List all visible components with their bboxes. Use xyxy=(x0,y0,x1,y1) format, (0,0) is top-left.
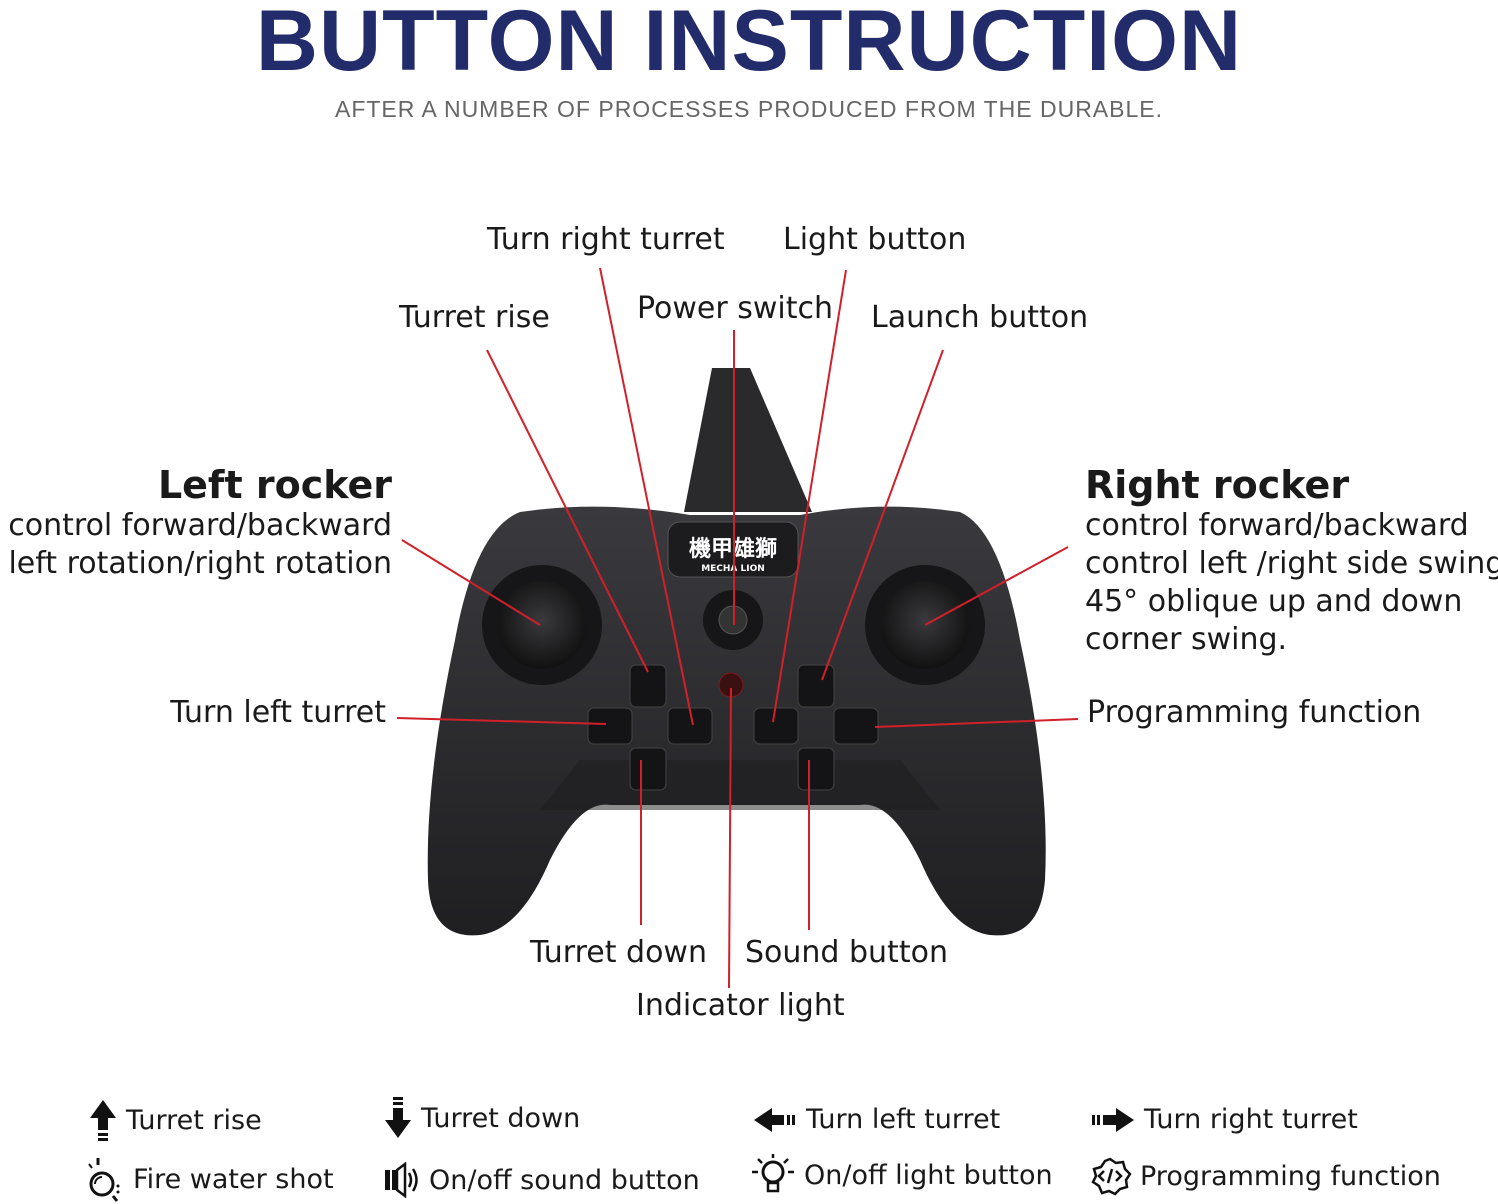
launch-button-shape xyxy=(797,664,835,708)
legend-item: Turret down xyxy=(383,1096,580,1140)
light-bulb-icon xyxy=(752,1154,794,1193)
callout-sound-button: Sound button xyxy=(745,935,948,970)
left-rocker-desc-1: control forward/backward xyxy=(8,508,392,543)
page-subtitle: AFTER A NUMBER OF PROCESSES PRODUCED FRO… xyxy=(334,96,1164,122)
turn-left-button xyxy=(587,707,633,745)
callout-turn-right-turret: Turn right turret xyxy=(487,222,725,257)
leader-lines xyxy=(396,267,1079,989)
left-joystick xyxy=(482,565,602,685)
arrow-right-icon xyxy=(1092,1107,1134,1132)
legend-item: Programming function xyxy=(1088,1156,1441,1196)
legend-item: Turret rise xyxy=(88,1098,262,1142)
legend-item: Turn right turret xyxy=(1090,1104,1358,1135)
callout-light-button: Light button xyxy=(783,222,967,257)
right-rocker-callout: Right rocker control forward/backward co… xyxy=(1085,463,1498,659)
legend-label: Turn left turret xyxy=(806,1104,1001,1135)
callout-programming-function: Programming function xyxy=(1087,695,1422,730)
speaker-icon xyxy=(385,1162,418,1198)
callout-launch-button: Launch button xyxy=(871,300,1089,335)
antenna xyxy=(684,368,812,512)
callout-turn-left-turret: Turn left turret xyxy=(170,695,386,730)
left-rocker-desc-2: left rotation/right rotation xyxy=(8,546,392,581)
page-title: BUTTON INSTRUCTION xyxy=(255,0,1243,89)
legend-item: Turn left turret xyxy=(752,1104,1000,1135)
legend-label: Turret down xyxy=(421,1102,581,1134)
legend-label: On/off sound button xyxy=(429,1164,700,1196)
right-rocker-desc-1: control forward/backward xyxy=(1085,508,1469,543)
right-rocker-title: Right rocker xyxy=(1085,463,1350,507)
legend-label: Turn right turret xyxy=(1144,1104,1358,1135)
right-rocker-desc-2: control left /right side swing xyxy=(1085,546,1498,581)
left-rocker-title: Left rocker xyxy=(157,463,392,507)
arrow-down-icon xyxy=(385,1097,411,1138)
legend-label: Turret rise xyxy=(126,1104,262,1136)
arrow-left-icon xyxy=(754,1107,795,1132)
legend-label: On/off light button xyxy=(804,1159,1053,1191)
turret-rise-button xyxy=(629,664,667,708)
callout-turret-rise: Turret rise xyxy=(399,300,550,335)
callout-indicator-light: Indicator light xyxy=(636,988,845,1023)
left-rocker-callout: Left rocker control forward/backward lef… xyxy=(8,463,392,583)
legend-item: On/off sound button xyxy=(383,1162,700,1198)
water-shot-icon xyxy=(88,1158,120,1202)
right-rocker-desc-4: corner swing. xyxy=(1085,622,1288,657)
light-button-shape xyxy=(753,707,799,745)
sound-button-shape xyxy=(797,747,835,791)
legend-item: Fire water shot xyxy=(85,1156,334,1202)
code-gear-icon xyxy=(1091,1157,1132,1196)
programming-button-shape xyxy=(833,707,879,745)
legend-item: On/off light button xyxy=(750,1152,1053,1198)
right-rocker-desc-3: 45° oblique up and down xyxy=(1085,584,1463,619)
legend-label: Fire water shot xyxy=(133,1163,334,1195)
turret-down-button xyxy=(629,747,667,791)
callout-power-switch: Power switch xyxy=(637,291,834,326)
arrow-up-icon xyxy=(90,1100,116,1141)
callout-turret-down: Turret down xyxy=(530,935,707,970)
legend-label: Programming function xyxy=(1140,1160,1441,1192)
